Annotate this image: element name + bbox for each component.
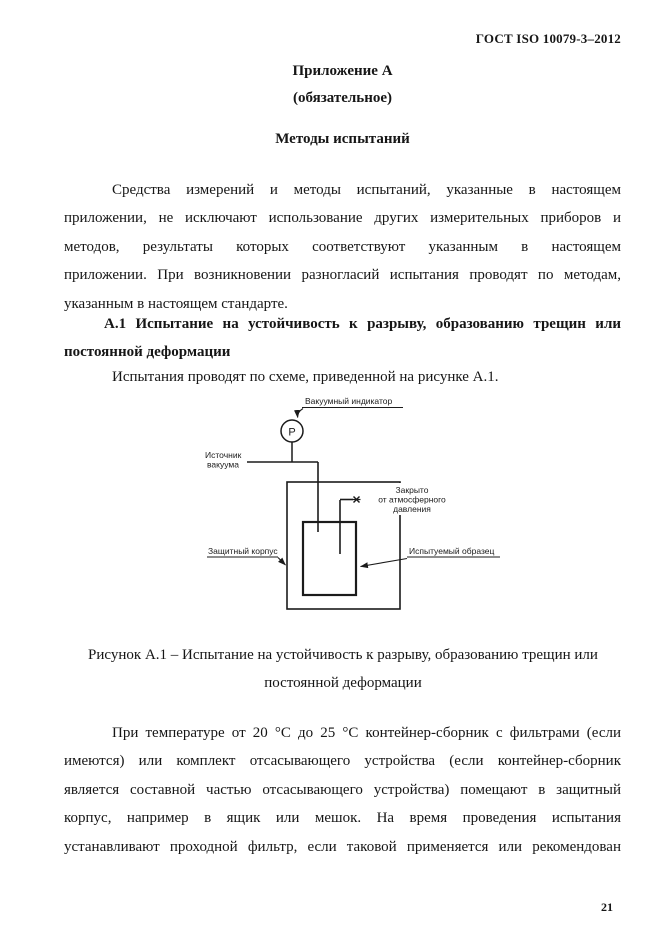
vacuum-piping <box>247 442 319 532</box>
paragraph-line: имеются) или комплект отсасывающего устр… <box>64 753 621 770</box>
caption-line: Рисунок А.1 – Испытание на устойчивость … <box>88 647 598 663</box>
protective-housing-rect <box>286 481 401 610</box>
paragraph-line: При температуре от 20 °С до 25 °С контей… <box>112 725 621 741</box>
appendix-title: Приложение А <box>292 63 393 79</box>
caption-line: постоянной деформации <box>264 675 422 692</box>
vacuum-source-label-line2: вакуума <box>207 460 239 470</box>
vent-pipe <box>339 496 361 554</box>
test-specimen-arrow <box>360 557 408 569</box>
closed-atmospheric-label-line2: от атмосферного <box>378 495 446 505</box>
test-setup-diagram: Вакуумный индикатор Р Источник вакуума <box>205 396 500 610</box>
heading-line: постоянной деформации <box>64 344 231 361</box>
test-specimen-label: Испытуемый образец <box>409 546 494 556</box>
paragraph-line: корпус, например в ящик или мешок. На вр… <box>64 810 621 827</box>
vacuum-indicator-arrow <box>293 408 304 418</box>
closed-valve-icon <box>352 496 361 503</box>
gost-standard-header: ГОСТ ISO 10079-3–2012 <box>475 31 621 46</box>
gauge-letter: Р <box>288 427 295 439</box>
figure-caption: Рисунок А.1 – Испытание на устойчивость … <box>33 641 653 698</box>
closed-atmospheric-label-line3: давления <box>393 504 431 514</box>
section-heading-a1: А.1 Испытание на устойчивость к разрыву,… <box>64 310 621 367</box>
test-methods-title: Методы испытаний <box>275 131 410 147</box>
protective-housing-arrow <box>277 557 286 566</box>
paragraph-line: Средства измерений и методы испытаний, у… <box>112 182 621 198</box>
closed-label-backing <box>384 483 439 515</box>
paragraph-line: приложении. При возникновении разногласи… <box>64 267 621 284</box>
paragraph-line: устанавливают проходной фильтр, если так… <box>64 838 621 855</box>
protective-housing-label: Защитный корпус <box>208 546 278 556</box>
intro-paragraph: Средства измерений и методы испытаний, у… <box>64 176 621 318</box>
paragraph-line: приложении, не исключают использование д… <box>64 210 621 227</box>
vacuum-indicator-label: Вакуумный индикатор <box>305 396 392 406</box>
test-specimen-rect <box>301 520 358 597</box>
paragraph-line: указанным в настоящем стандарте. <box>64 295 288 312</box>
scheme-note-line: Испытания проводят по схеме, приведенной… <box>112 369 499 385</box>
page-number: 21 <box>601 900 613 914</box>
vacuum-source-label-line1: Источник <box>205 450 242 460</box>
closed-atmospheric-label-line1: Закрыто <box>396 485 429 495</box>
scheme-note-paragraph: Испытания проводят по схеме, приведенной… <box>64 363 621 391</box>
paragraph-line: методов, результаты которых соответствую… <box>64 238 621 255</box>
appendix-obligatory-note: (обязательное) <box>292 90 393 106</box>
heading-line: А.1 Испытание на устойчивость к разрыву,… <box>104 316 621 332</box>
body-paragraph: При температуре от 20 °С до 25 °С контей… <box>64 719 621 861</box>
paragraph-line: является составной частью отсасывающего … <box>64 781 621 798</box>
